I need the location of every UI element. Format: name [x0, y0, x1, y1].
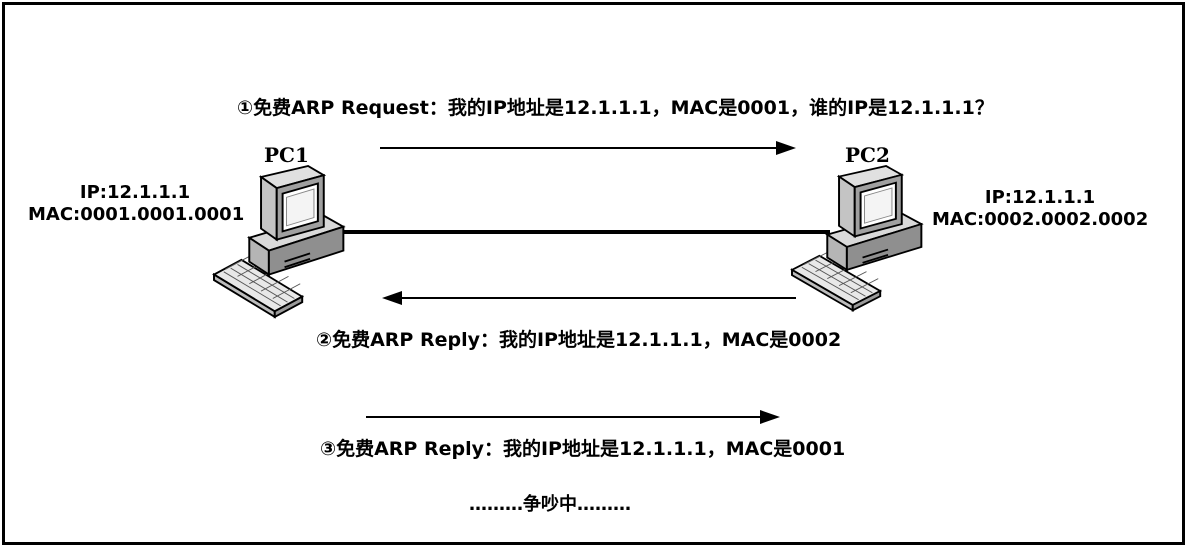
arrow-request	[380, 141, 796, 155]
arrow-reply-pc2	[382, 291, 796, 305]
arrow-reply-pc1	[366, 410, 780, 424]
pc1-ip: IP:12.1.1.1	[79, 182, 191, 203]
pc1-mac: MAC:0001.0001.0001	[28, 204, 245, 225]
message-request: ①免费ARP Request：我的IP地址是12.1.1.1，MAC是0001，…	[237, 97, 994, 119]
pc1-name: PC1	[264, 143, 309, 167]
message-arguing: ………争吵中………	[469, 494, 631, 515]
message-reply-pc1: ③免费ARP Reply：我的IP地址是12.1.1.1，MAC是0001	[320, 438, 846, 460]
pc1-info: IP:12.1.1.1 MAC:0001.0001.0001	[28, 182, 245, 226]
pc2-mac: MAC:0002.0002.0002	[932, 209, 1149, 230]
pc2-ip: IP:12.1.1.1	[984, 187, 1096, 208]
message-reply-pc2: ②免费ARP Reply：我的IP地址是12.1.1.1，MAC是0002	[316, 329, 842, 351]
pc2-name: PC2	[845, 143, 890, 167]
pc2-info: IP:12.1.1.1 MAC:0002.0002.0002	[932, 187, 1148, 231]
pc2-computer-icon[interactable]	[791, 165, 923, 312]
